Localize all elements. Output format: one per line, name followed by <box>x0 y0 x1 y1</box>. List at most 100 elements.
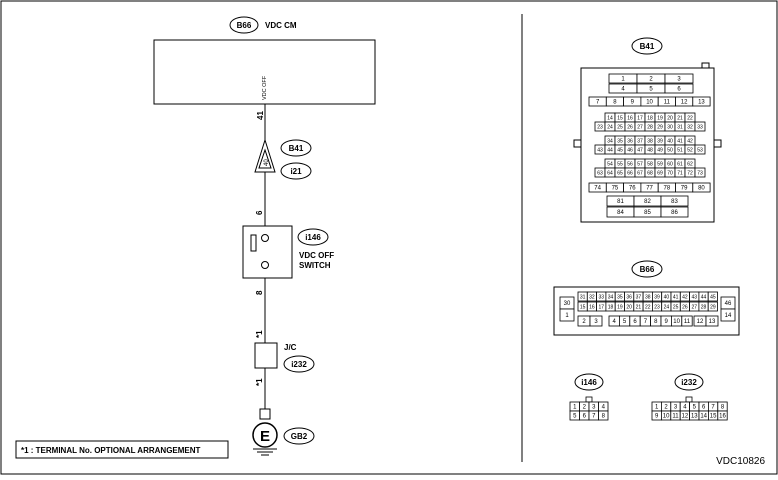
ground-terminal <box>259 408 271 420</box>
pin-number: 8 <box>654 319 658 325</box>
ground-circle <box>252 422 278 448</box>
pin-number: 27 <box>691 305 697 311</box>
pin-number: 8 <box>613 100 617 106</box>
pin-cell <box>660 206 689 218</box>
jc-pin-top: *1 <box>255 330 264 338</box>
pin-number: 82 <box>644 199 651 205</box>
gb2-connector-badge <box>283 427 315 445</box>
pin-number: 8 <box>721 405 725 411</box>
pin-number: 13 <box>698 100 705 106</box>
pin-number: 35 <box>617 295 623 301</box>
pin-number: 48 <box>647 148 653 154</box>
pin-number: 23 <box>654 305 660 311</box>
i146-view-badge <box>574 373 604 391</box>
pin-number: 21 <box>636 305 642 311</box>
pin-number: 85 <box>644 210 651 216</box>
pin-number: 30 <box>667 125 673 131</box>
pin-number: 76 <box>629 186 636 192</box>
pin-number: 1 <box>621 77 625 83</box>
pin-cell <box>720 308 736 322</box>
pin-number: 24 <box>664 305 670 311</box>
pin-number: 19 <box>617 305 623 311</box>
pin-number: 3 <box>677 77 681 83</box>
pin-number: 62 <box>687 162 693 168</box>
pin-number: 39 <box>654 295 660 301</box>
pin-number: 31 <box>677 125 683 131</box>
pin-number: 2 <box>583 405 587 411</box>
b41-i21-junction: 40 B41 i21 6 <box>254 138 312 215</box>
pin-number: 59 <box>657 162 663 168</box>
switch-box <box>242 225 293 279</box>
pin-number: 4 <box>613 319 617 325</box>
vdc-off-switch: i146 VDC OFF SWITCH 8 <box>242 225 334 295</box>
pin-number: 12 <box>697 319 704 325</box>
pin-number: 15 <box>710 414 717 420</box>
pin-cell <box>717 410 728 421</box>
switch-contact-bottom <box>261 261 269 269</box>
pin-number: 15 <box>580 305 586 311</box>
switch-pin-number: 8 <box>255 290 264 295</box>
switch-contact-top <box>261 234 269 242</box>
i146-view-label: i146 <box>581 378 597 387</box>
pin-number: 10 <box>673 319 680 325</box>
pin-number: 86 <box>671 210 678 216</box>
i232-latch <box>685 396 693 403</box>
pin-cell <box>705 315 719 327</box>
pin-number: 10 <box>663 414 670 420</box>
jc-label: J/C <box>284 343 297 352</box>
pin-number: 53 <box>697 148 703 154</box>
jc-pin-bottom: *1 <box>255 378 264 386</box>
pin-number: 54 <box>607 162 613 168</box>
pin-number: 49 <box>657 148 663 154</box>
pin-number: 34 <box>608 295 614 301</box>
pin-number: 16 <box>627 116 633 122</box>
pin-number: 74 <box>594 186 601 192</box>
ground-symbol: E <box>260 428 270 445</box>
pin-number: 14 <box>607 116 613 122</box>
pin-cell <box>664 73 694 84</box>
pin-number: 24 <box>607 125 613 131</box>
pin-number: 75 <box>612 186 619 192</box>
i232-view-badge <box>674 373 704 391</box>
pin-number: 34 <box>607 139 613 145</box>
pin-number: 25 <box>617 125 623 131</box>
pin-cell <box>694 167 706 178</box>
pin-number: 18 <box>608 305 614 311</box>
pin-number: 65 <box>617 171 623 177</box>
pin-number: 11 <box>684 319 691 325</box>
i146-connector-label: i146 <box>305 233 321 242</box>
pin-number: 5 <box>623 319 627 325</box>
pin-number: 37 <box>637 139 643 145</box>
pin-number: 33 <box>697 125 703 131</box>
figure-id: VDC10826 <box>716 456 765 467</box>
i21-connector-label: i21 <box>290 167 302 176</box>
pin-number: 80 <box>698 186 705 192</box>
pin-number: 1 <box>573 405 577 411</box>
connector-triangle-outer <box>254 138 276 173</box>
pin-number: 27 <box>637 125 643 131</box>
pin-number: 73 <box>697 171 703 177</box>
pin-number: 56 <box>627 162 633 168</box>
pin-number: 61 <box>677 162 683 168</box>
pin-number: 12 <box>682 414 689 420</box>
pin-cell <box>707 301 718 312</box>
pin-number: 81 <box>617 199 624 205</box>
pin-number: 4 <box>602 405 606 411</box>
b41-view-badge <box>631 37 663 55</box>
switch-title-line2: SWITCH <box>299 261 331 270</box>
pin-number: 35 <box>617 139 623 145</box>
pin-number: 4 <box>621 87 625 93</box>
pin-number: 19 <box>657 116 663 122</box>
pin-number: 7 <box>644 319 648 325</box>
pin-number: 3 <box>592 405 596 411</box>
b41-left-lug <box>573 139 582 148</box>
pin-number: 22 <box>687 116 693 122</box>
pin-number: 69 <box>657 171 663 177</box>
pin-number: 68 <box>647 171 653 177</box>
pin-cell <box>598 410 609 421</box>
pin-number: 39 <box>657 139 663 145</box>
